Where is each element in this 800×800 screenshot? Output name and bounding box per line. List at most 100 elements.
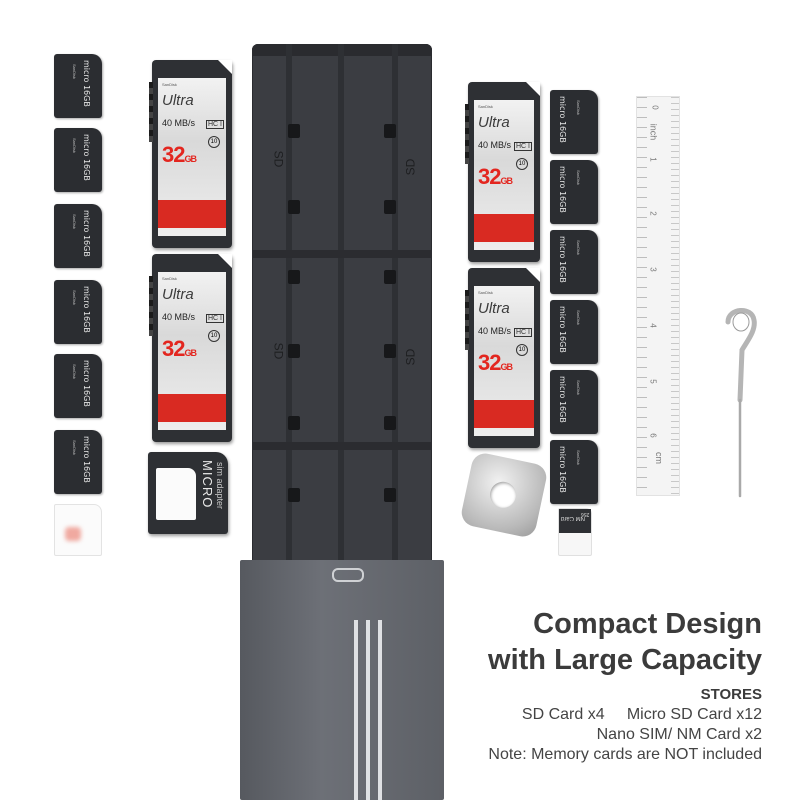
ruler-mark-label: 1 [648,157,658,162]
sd-capacity-unit: GB [500,176,512,186]
sd-speed: 40 MB/s [478,326,512,336]
micro-sd-label: micro 16GB [82,436,91,483]
case-hole [288,416,300,430]
card-case-sleeve [240,560,444,800]
case-label-right: SD [403,158,418,176]
sd-hc: HC I [514,142,532,151]
ruler-mark-label: 3 [648,267,658,272]
sleeve-stripe [354,620,358,800]
nm-card-top: NM Card 256 [559,509,591,533]
micro-sd-brand: SanDisk [72,138,77,153]
sd-label: SanDisk Ultra 40 MB/s HC I 10 32GB [474,286,534,436]
case-label-left: SD [271,150,286,168]
case-hole [288,124,300,138]
case-hole [288,270,300,284]
ruler-ticks-left [637,97,647,495]
stores-line-1: SD Card x4 Micro SD Card x12 [521,706,762,723]
sd-label: SanDisk Ultra 40 MB/s HC I 10 32GB [474,100,534,250]
case-rib [338,44,344,570]
sd-hc: HC I [206,314,224,323]
adapter-subtitle: sim adapter [215,462,225,510]
micro-sd-card: micro 16GB SanDisk [54,128,102,192]
micro-sd-label: micro 16GB [558,236,567,283]
sd-brand: SanDisk [478,290,493,295]
micro-sd-brand: SanDisk [72,290,77,305]
case-divider [252,250,432,258]
micro-sd-card: micro 16GB SanDisk [550,230,598,294]
sd-card: SanDisk Ultra 40 MB/s HC I 10 32GB [465,82,540,262]
sd-capacity-value: 32 [478,164,502,189]
ruler-cm-label: cm [654,452,664,464]
case-label-right: SD [403,348,418,366]
sd-red-band [158,200,226,228]
sd-capacity-value: 32 [162,142,186,167]
sd-capacity: 32GB [478,164,513,190]
micro-sim-adapter: MICRO sim adapter [148,452,228,534]
micro-sd-label: micro 16GB [82,134,91,181]
sd-model: Ultra [478,300,510,317]
case-hole [384,344,396,358]
case-hole [288,344,300,358]
sd-capacity-unit: GB [500,362,512,372]
adapter-title: MICRO [200,460,215,509]
adapter-slot [156,468,196,520]
sd-class-icon: 10 [208,136,220,148]
micro-sd-label: micro 16GB [82,286,91,333]
ruler-mark-label: 4 [648,323,658,328]
micro-sd-label: micro 16GB [82,360,91,407]
micro-sd-label: micro 16GB [82,60,91,107]
sd-model: Ultra [162,92,194,109]
headline-line-1: Compact Design [533,608,762,640]
sd-class-icon: 10 [516,158,528,170]
sd-model: Ultra [162,286,194,303]
sd-red-band [474,214,534,242]
sd-capacity-value: 32 [478,350,502,375]
micro-sd-brand: SanDisk [576,450,581,465]
sd-brand: SanDisk [162,82,177,87]
case-hole [384,200,396,214]
sd-card: SanDisk Ultra 40 MB/s HC I 10 32GB [465,268,540,448]
sd-hc: HC I [514,328,532,337]
sd-red-band [474,400,534,428]
sd-capacity-value: 32 [162,336,186,361]
sd-speed: 40 MB/s [162,312,196,322]
case-hole [288,200,300,214]
ruler-zero-label: 0 [650,105,660,110]
case-hole [384,416,396,430]
micro-sd-label: micro 16GB [82,210,91,257]
case-hole [384,488,396,502]
micro-sd-brand: SanDisk [576,240,581,255]
ruler: inch 0 1 2 3 4 5 6 cm [636,96,680,496]
micro-sd-brand: SanDisk [576,170,581,185]
sd-brand: SanDisk [162,276,177,281]
sd-speed: 40 MB/s [162,118,196,128]
sd-label: SanDisk Ultra 40 MB/s HC I 10 32GB [158,272,226,430]
case-hole [384,124,396,138]
sd-card: SanDisk Ultra 40 MB/s HC I 10 32GB [149,60,232,248]
sd-class-icon: 10 [516,344,528,356]
micro-sd-brand: SanDisk [576,100,581,115]
micro-sd-label: micro 16GB [558,306,567,353]
sleeve-latch [332,568,364,582]
stores-title: STORES [700,686,762,703]
sd-speed: 40 MB/s [478,140,512,150]
case-hole [288,488,300,502]
nm-card: NM Card 256 [558,508,592,556]
sd-red-band [158,394,226,422]
micro-sd-card: micro 16GB SanDisk [54,204,102,268]
sd-pins [465,104,469,164]
case-hole [384,270,396,284]
sd-card: SanDisk Ultra 40 MB/s HC I 10 32GB [149,254,232,442]
micro-sd-brand: SanDisk [576,380,581,395]
stores-note: Note: Memory cards are NOT included [488,746,762,763]
case-rib [286,44,292,570]
micro-sd-brand: SanDisk [72,214,77,229]
washer-hole [487,479,519,511]
sd-model: Ultra [478,114,510,131]
